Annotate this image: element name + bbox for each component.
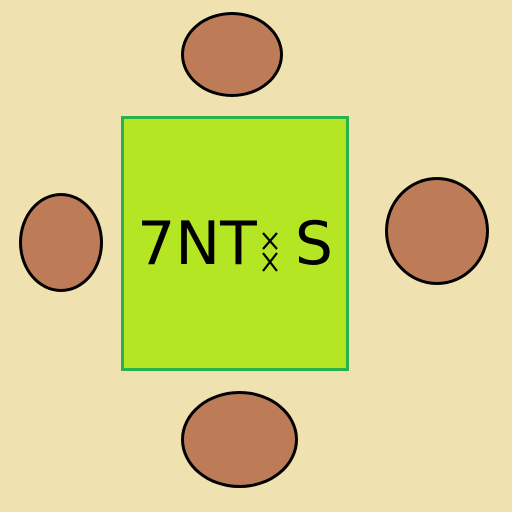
seat-bottom xyxy=(181,391,298,488)
table-label: 7NT S xyxy=(124,119,346,368)
seat-top xyxy=(181,12,283,97)
seat-right xyxy=(385,177,489,285)
seat-left xyxy=(19,193,103,292)
table-label-main: 7NT xyxy=(137,208,257,279)
table: 7NT S xyxy=(121,116,349,371)
double-x-glyph-icon xyxy=(257,225,283,272)
table-label-end: S xyxy=(294,208,333,279)
